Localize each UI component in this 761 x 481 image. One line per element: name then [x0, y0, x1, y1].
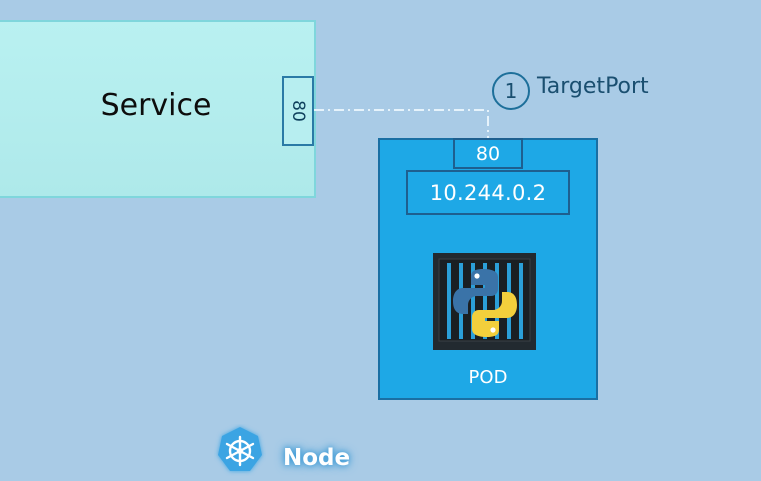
python-container-icon — [433, 253, 536, 350]
pod-label: POD — [468, 367, 508, 388]
pod-port-box: 80 — [453, 138, 523, 169]
node-label: Node — [283, 445, 351, 471]
service-label: Service — [100, 88, 212, 123]
pod-ip-label: 10.244.0.2 — [429, 180, 547, 205]
pod-port-label: 80 — [475, 142, 501, 165]
target-port-number-badge: 1 — [492, 72, 530, 110]
service-port-box: 80 — [282, 76, 314, 146]
target-port-number: 1 — [504, 79, 518, 103]
kubernetes-helm-icon — [218, 427, 262, 471]
pod-ip-box: 10.244.0.2 — [406, 170, 570, 215]
service-box — [0, 20, 316, 198]
target-port-label: TargetPort — [537, 74, 649, 99]
